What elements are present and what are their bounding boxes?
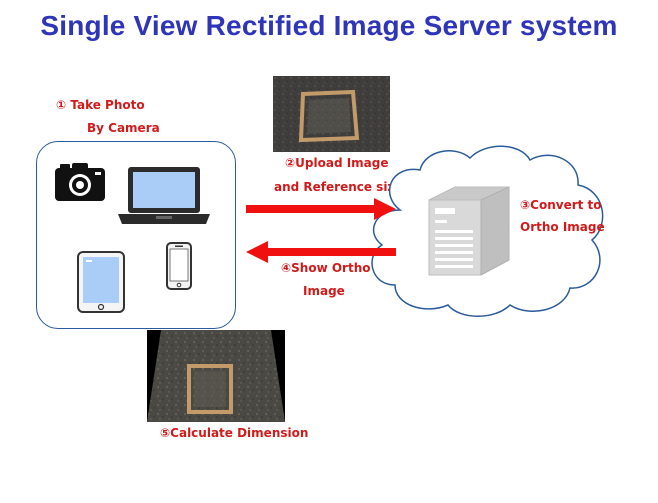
step3-label-line2: Ortho Image [520,220,605,234]
step4-label-line1: ④Show Ortho [281,261,371,275]
step2-label-line1: ②Upload Image [285,156,389,170]
camera-icon [55,163,105,201]
smartphone-icon [166,242,192,290]
tablet-icon [77,251,125,313]
step4-label-line2: Image [303,284,345,298]
step1-label-line1: ① Take Photo [56,98,145,112]
page-title: Single View Rectified Image Server syste… [40,10,618,41]
step5-label: ⑤Calculate Dimension [160,426,309,440]
upload-arrow [246,198,396,220]
server-icon [428,186,510,276]
uploaded-photo [273,76,390,152]
ortho-photo [147,330,285,422]
step3-label-line1: ③Convert to [520,198,602,212]
laptop-icon [118,167,210,224]
step2-label-line2: and Reference size [274,180,403,194]
show-arrow [246,241,396,263]
step1-label-line2: By Camera [87,121,160,135]
